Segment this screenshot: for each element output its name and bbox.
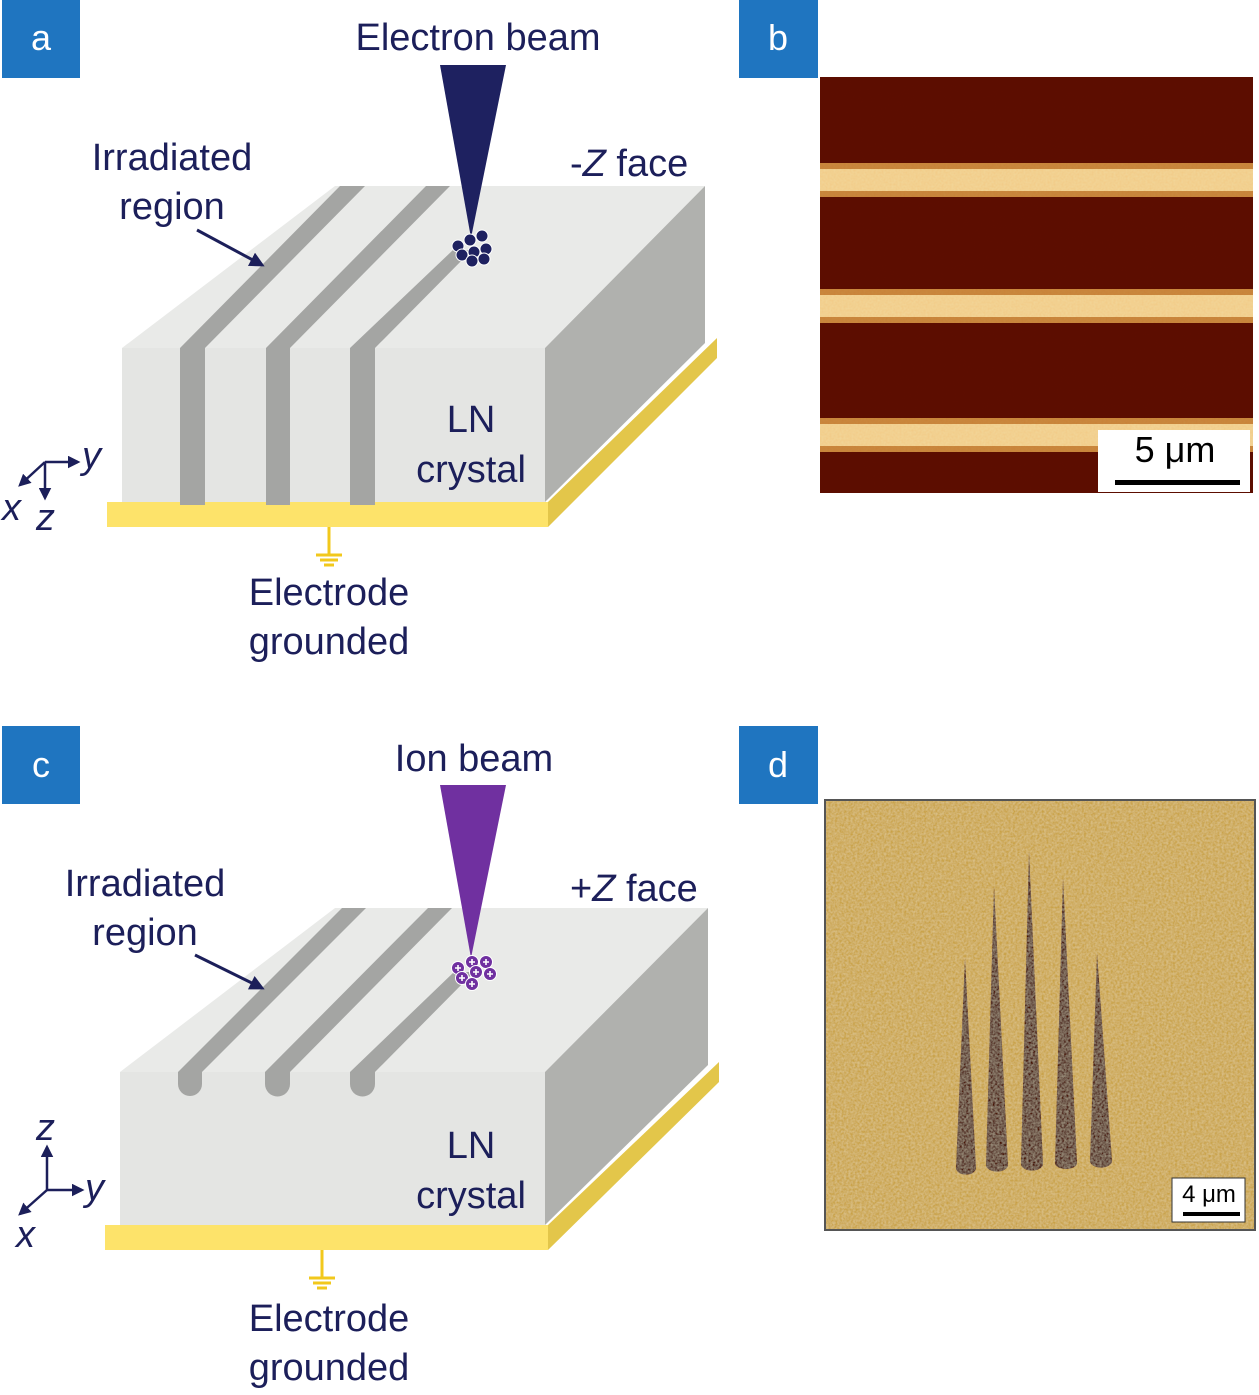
panel-a: a Electron beam -Z face Irradiated regio…	[0, 0, 717, 663]
panel-letter: a	[31, 17, 52, 58]
axis-y-label: y	[79, 435, 103, 477]
irradiated-label: Irradiated	[65, 863, 226, 905]
axis-x-label: x	[0, 487, 23, 529]
electrode-label: Electrode	[249, 572, 410, 614]
irradiated-stripe	[265, 1072, 290, 1097]
crystal-label: LN	[447, 399, 496, 441]
crystal-top-face	[122, 186, 705, 348]
irradiated-stripe	[350, 1072, 375, 1097]
irradiated-stripe	[266, 186, 450, 348]
electrode-side	[548, 338, 717, 527]
face-label: -Z face	[570, 143, 688, 185]
irradiated-stripe	[178, 1072, 202, 1096]
panel-d: d 4 μm	[739, 726, 1256, 1231]
panel-label-box	[2, 0, 80, 78]
crystal-side-face	[545, 908, 708, 1225]
panel-label-box	[739, 726, 818, 804]
irradiated-stripe	[266, 348, 290, 505]
irradiated-stripe	[180, 348, 205, 505]
beam-label: Ion beam	[395, 738, 553, 780]
electrode-label: Electrode	[249, 1298, 410, 1340]
face-label: +Z face	[570, 868, 698, 910]
scale-bar-label: 5 μm	[1135, 429, 1216, 470]
ground-icon	[309, 1250, 335, 1290]
electron-cluster-icon	[451, 229, 493, 268]
irradiated-label: Irradiated	[92, 137, 253, 179]
scale-bar	[1115, 480, 1240, 485]
pointer-arrow	[194, 953, 265, 990]
ground-icon	[316, 527, 342, 567]
pfm-image-stripes	[820, 77, 1253, 493]
crystal-side-face	[545, 186, 705, 502]
irradiated-label: region	[92, 912, 198, 954]
axis-y-label: y	[82, 1167, 106, 1209]
electron-beam-icon	[440, 65, 506, 238]
axes-icon	[18, 455, 81, 501]
irradiated-stripe	[350, 972, 474, 1072]
image-border	[824, 799, 1256, 1231]
axis-x-label: x	[14, 1214, 37, 1256]
axis-z-label: z	[35, 1107, 55, 1149]
electrode	[107, 502, 548, 527]
panel-letter: c	[32, 744, 50, 785]
scale-bar	[1183, 1212, 1240, 1216]
panel-letter: b	[768, 17, 788, 58]
scale-bar-label: 4 μm	[1182, 1181, 1236, 1208]
panel-label-box	[739, 0, 818, 78]
electrode	[105, 1225, 548, 1250]
irradiated-stripe	[350, 348, 375, 505]
irradiated-stripe	[350, 250, 472, 348]
electrode-label: grounded	[249, 621, 410, 663]
crystal-label: LN	[447, 1125, 496, 1167]
ion-cluster-icon	[451, 955, 497, 991]
irradiated-stripe	[265, 908, 452, 1072]
panel-label-box	[2, 726, 80, 804]
irradiated-stripe	[180, 186, 365, 348]
axis-z-label: z	[35, 497, 55, 539]
electrode-side	[548, 1062, 719, 1250]
panel-letter: d	[768, 744, 788, 785]
electrode-label: grounded	[249, 1347, 410, 1389]
irradiated-label: region	[119, 186, 225, 228]
ion-beam-icon	[440, 785, 506, 958]
pointer-arrow	[196, 228, 265, 267]
panel-c: c Ion beam +Z face Irradiated r	[2, 726, 719, 1389]
pfm-image-spikes	[825, 800, 1255, 1230]
crystal-label: crystal	[416, 449, 526, 491]
axes-icon	[18, 1144, 85, 1216]
panel-b: b 5 μm	[739, 0, 1253, 493]
crystal-front-face	[120, 1072, 545, 1225]
irradiated-stripe	[178, 908, 366, 1072]
beam-label: Electron beam	[355, 17, 600, 59]
crystal-label: crystal	[416, 1175, 526, 1217]
crystal-top-face	[120, 908, 708, 1072]
